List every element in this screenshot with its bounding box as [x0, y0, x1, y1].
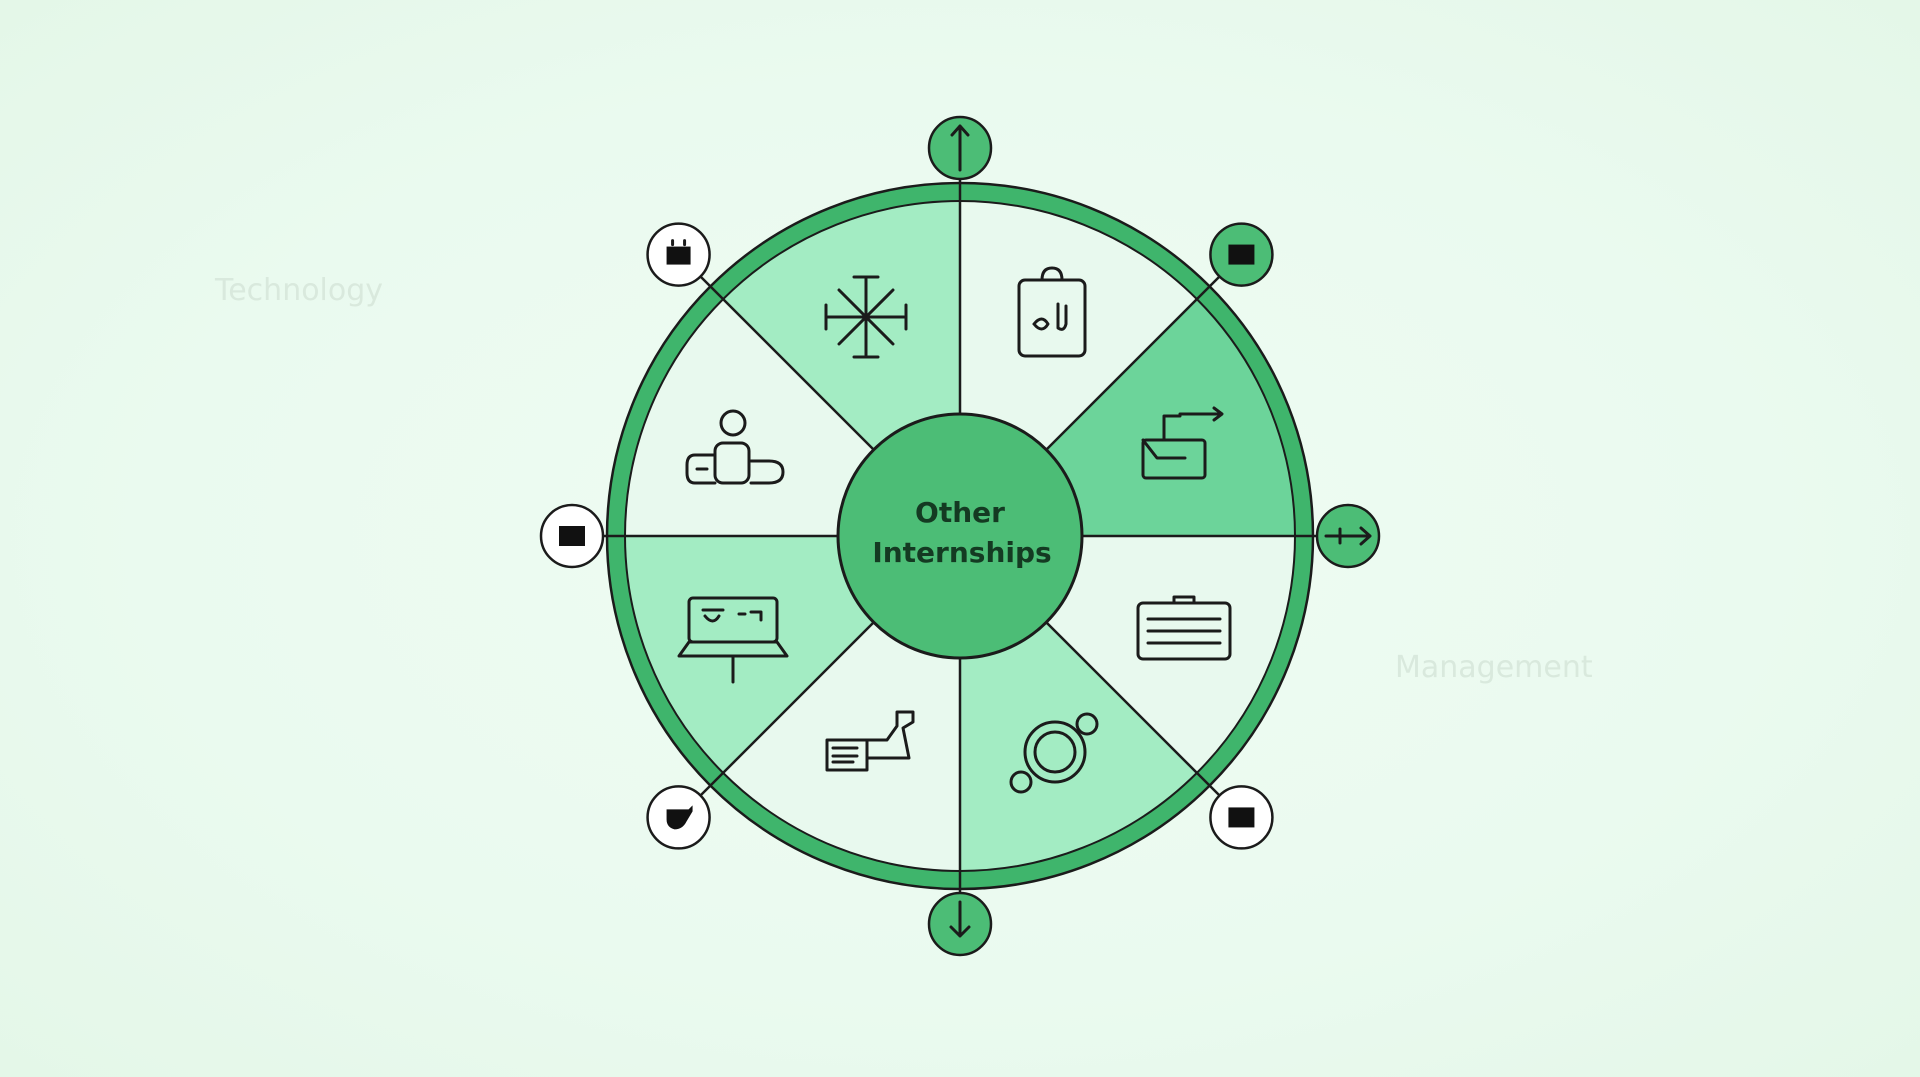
folder-arrow-icon	[1141, 406, 1224, 480]
square-icon	[1228, 807, 1255, 828]
document-handshake-icon	[825, 710, 915, 772]
node-2[interactable]	[1315, 503, 1381, 569]
node-5[interactable]	[646, 785, 711, 850]
node-4[interactable]	[927, 891, 993, 957]
center-title-line1: Other	[915, 496, 1005, 529]
center-hub[interactable]	[836, 412, 1084, 660]
outer-nodes	[539, 115, 1381, 957]
center-title-line2: Internships	[872, 536, 1051, 569]
clipboard-icon	[1017, 266, 1087, 358]
team-person-icon	[685, 409, 785, 485]
node-1[interactable]	[1209, 222, 1274, 287]
node-7[interactable]	[646, 222, 711, 287]
square-icon	[1228, 244, 1255, 265]
briefcase-icon	[1136, 595, 1232, 661]
arrow-right-icon	[1324, 526, 1372, 546]
cup-icon	[666, 805, 693, 830]
node-3[interactable]	[1209, 785, 1274, 850]
node-6[interactable]	[539, 503, 605, 569]
arrow-down-icon	[949, 900, 971, 938]
gear-ring-icon	[1009, 712, 1099, 794]
arrow-up-icon	[950, 124, 970, 172]
node-0[interactable]	[927, 115, 993, 181]
square-icon	[559, 526, 585, 546]
laptop-presentation-icon	[677, 596, 789, 684]
network-burst-icon	[824, 275, 908, 359]
calendar-icon	[666, 239, 691, 265]
background-label-technology: Technology	[214, 273, 383, 308]
background-label-management: Management	[1395, 650, 1593, 685]
